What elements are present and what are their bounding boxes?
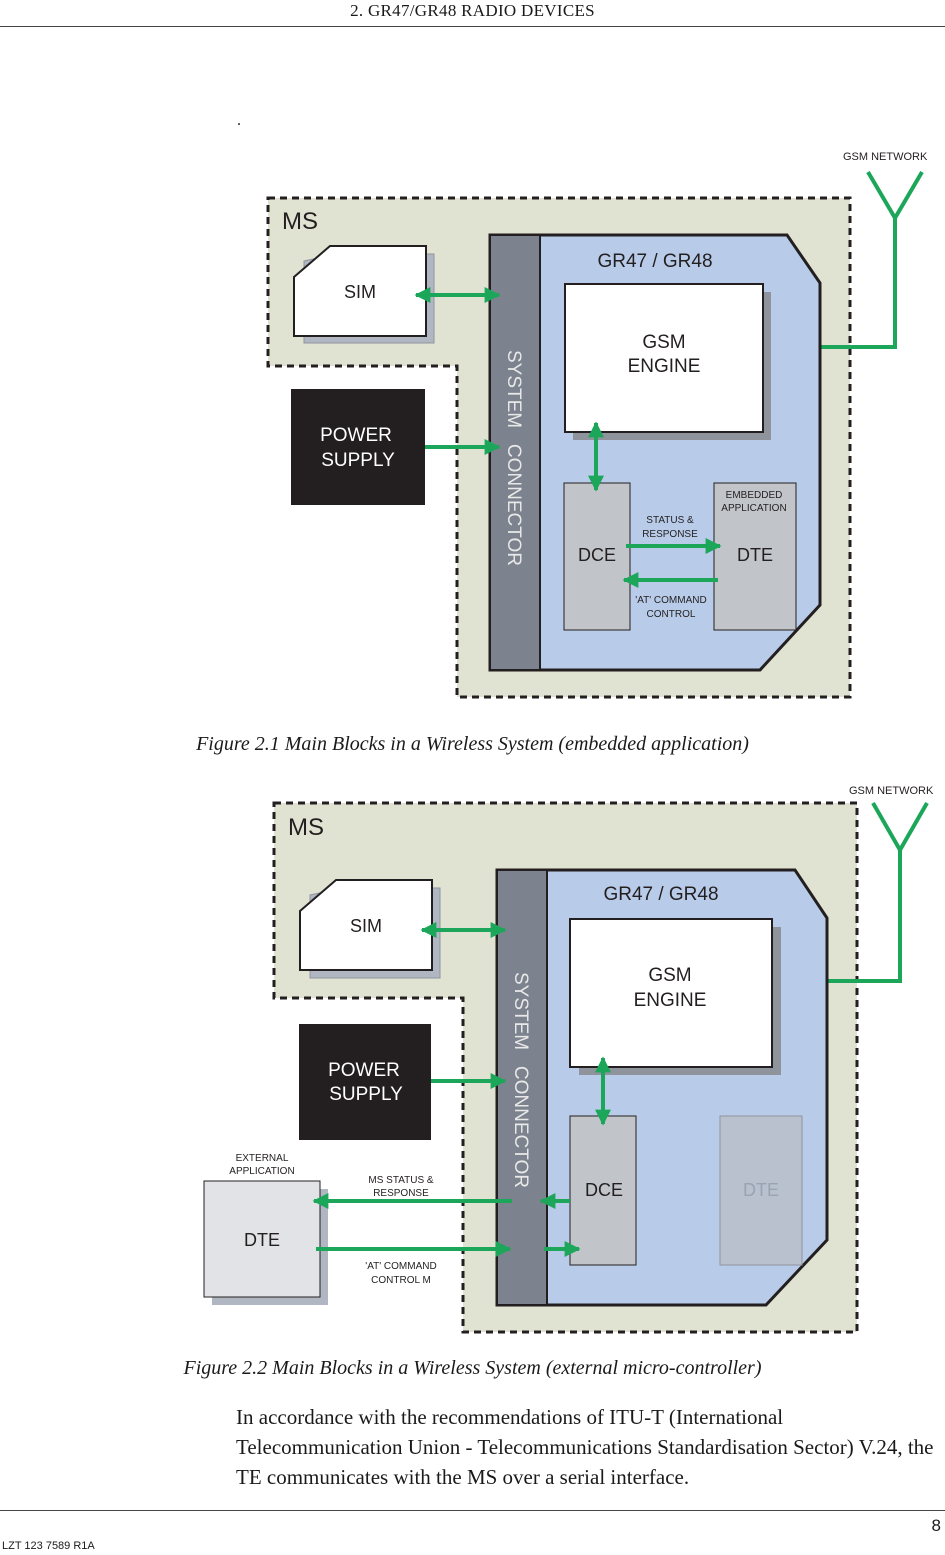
external-app-line1: EXTERNAL	[236, 1153, 289, 1164]
dte-inactive-label: DTE	[743, 1180, 779, 1200]
power-line1: POWER	[328, 1060, 400, 1081]
status-line1: STATUS &	[646, 515, 694, 526]
external-app-line2: APPLICATION	[229, 1166, 294, 1177]
gsm-engine-block	[569, 918, 773, 1068]
page-header: 2. GR47/GR48 RADIO DEVICES	[0, 0, 945, 27]
stray-mark: .	[237, 112, 241, 129]
document-id: LZT 123 7589 R1A	[2, 1540, 95, 1552]
gsm-engine-line1: GSM	[642, 332, 685, 353]
gsm-engine-block	[564, 283, 764, 433]
command-line2: CONTROL M	[371, 1275, 431, 1286]
footer-rule	[0, 1510, 945, 1511]
command-line1: 'AT' COMMAND	[635, 595, 706, 606]
page-number: 8	[931, 1516, 941, 1535]
embedded-app-line1: EMBEDDED	[726, 490, 783, 501]
figure-external-microcontroller: MS GSM NETWORK SYSTEM CONNECTOR GR47 / G…	[203, 785, 934, 1334]
power-line1: POWER	[320, 425, 392, 446]
page-header-title: 2. GR47/GR48 RADIO DEVICES	[350, 1, 595, 20]
embedded-app-line2: APPLICATION	[721, 503, 786, 514]
ms-label: MS	[282, 208, 318, 235]
ms-label: MS	[288, 814, 324, 841]
power-supply-block	[291, 389, 425, 505]
system-connector-label: SYSTEM CONNECTOR	[503, 350, 524, 566]
gsm-network-label: GSM NETWORK	[849, 785, 934, 797]
dce-label: DCE	[585, 1180, 623, 1200]
status-line2: RESPONSE	[642, 529, 698, 540]
dte-label: DTE	[737, 545, 773, 565]
dte-inactive-block	[719, 1115, 803, 1266]
figure1-caption: Figure 2.1 Main Blocks in a Wireless Sys…	[196, 733, 749, 755]
body-paragraph: In accordance with the recommendations o…	[236, 1405, 934, 1489]
gsm-engine-line1: GSM	[648, 965, 691, 986]
power-line2: SUPPLY	[321, 450, 395, 471]
dce-label: DCE	[578, 545, 616, 565]
power-supply-block	[299, 1024, 431, 1140]
dte-block	[713, 482, 797, 631]
external-dte-block	[203, 1180, 321, 1298]
gsm-engine-line2: ENGINE	[628, 356, 701, 377]
dce-block	[563, 482, 631, 631]
gsm-network-label: GSM NETWORK	[843, 151, 928, 163]
antenna-icon	[820, 170, 924, 349]
antenna-icon	[827, 802, 929, 983]
figure2-caption: Figure 2.2 Main Blocks in a Wireless Sys…	[183, 1357, 762, 1379]
module-label: GR47 / GR48	[603, 884, 718, 905]
ms-status-line1: MS STATUS &	[368, 1175, 434, 1186]
external-dte-label: DTE	[244, 1230, 280, 1250]
command-line1: 'AT' COMMAND	[365, 1261, 436, 1272]
module-label: GR47 / GR48	[597, 251, 712, 272]
command-line2: CONTROL	[647, 609, 696, 620]
sim-label: SIM	[350, 916, 382, 936]
dce-block	[569, 1115, 637, 1266]
figure-embedded-application: MS GSM NETWORK SYSTEM CONNECTOR GR47 / G…	[266, 151, 928, 699]
gsm-engine-line2: ENGINE	[634, 990, 707, 1011]
sim-label: SIM	[344, 282, 376, 302]
system-connector-label: SYSTEM CONNECTOR	[510, 972, 531, 1188]
ms-status-line2: RESPONSE	[373, 1188, 429, 1199]
power-line2: SUPPLY	[329, 1084, 403, 1105]
